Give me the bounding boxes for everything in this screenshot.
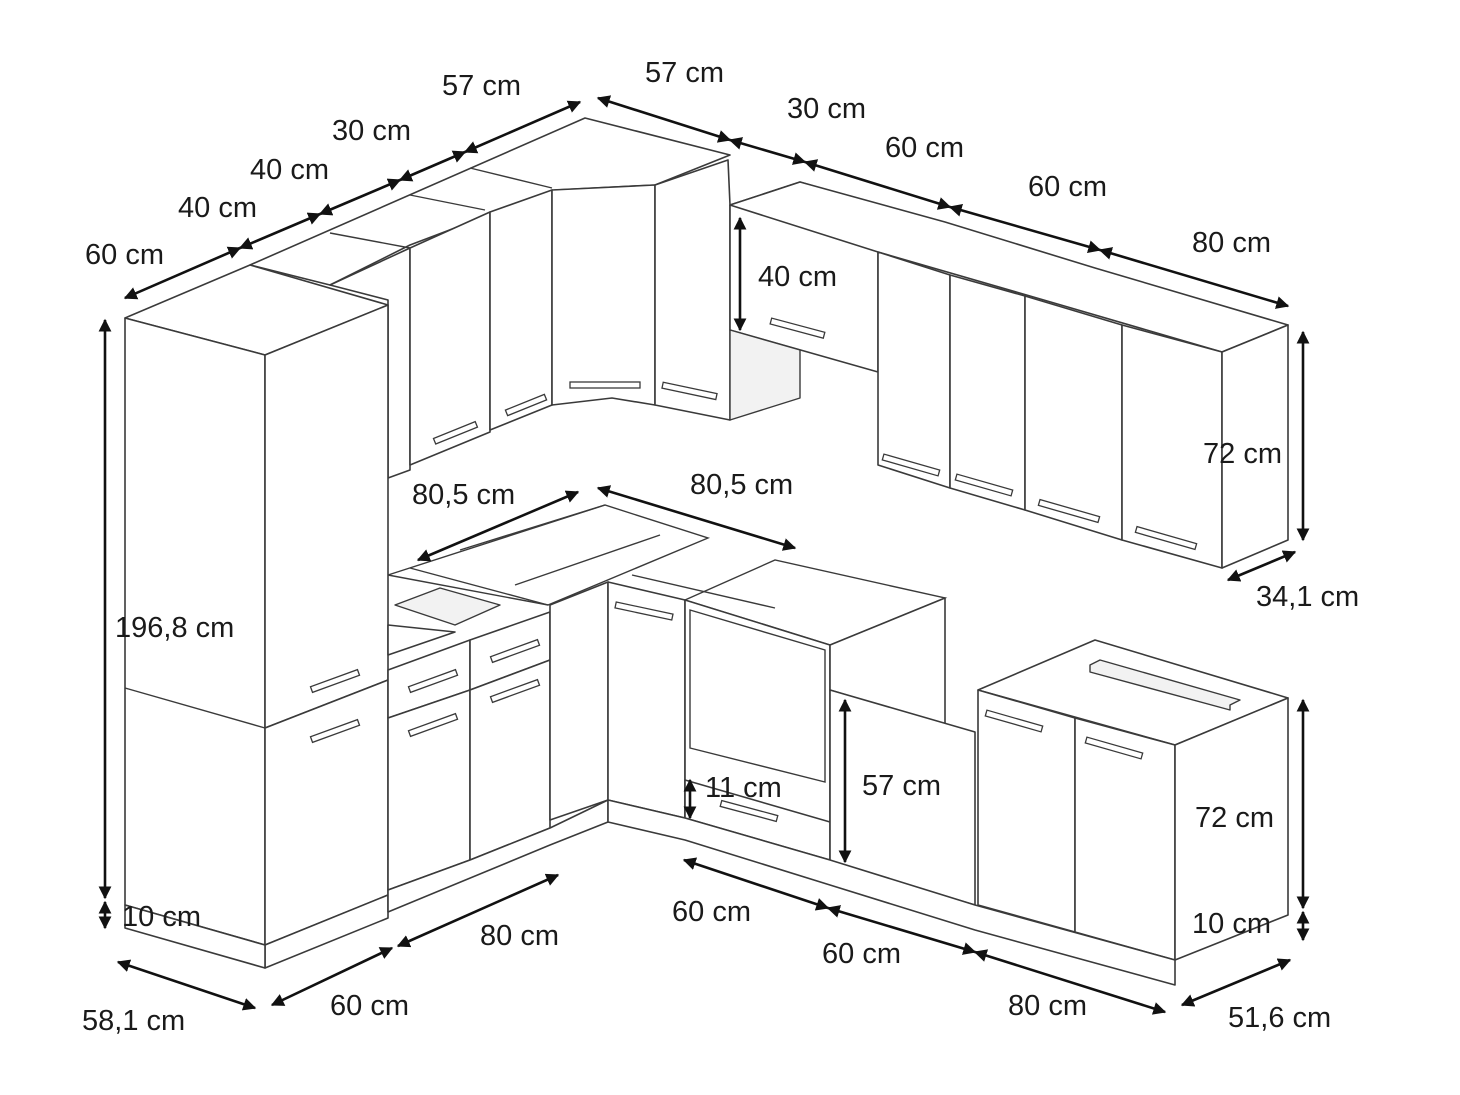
hood-body bbox=[729, 329, 801, 421]
wall-cabinet-60a-left bbox=[877, 251, 951, 489]
dim-top-right-60a: 60 cm bbox=[885, 132, 964, 164]
dim-top-left-40b: 40 cm bbox=[178, 192, 257, 224]
wall-cabinet-side bbox=[1221, 324, 1289, 569]
dim-base-left-60: 60 cm bbox=[330, 990, 409, 1022]
wall-corner-cabinet bbox=[551, 184, 656, 406]
dim-oven-opening: 57 cm bbox=[862, 770, 941, 802]
dim-corner-right: 80,5 cm bbox=[690, 469, 793, 501]
dim-base-right-60b: 60 cm bbox=[822, 938, 901, 970]
dim-top-right-57: 57 cm bbox=[645, 57, 724, 89]
sink-base-rail bbox=[1089, 659, 1241, 711]
dim-top-left-30: 30 cm bbox=[332, 115, 411, 147]
wall-cabinets-right bbox=[654, 159, 1289, 569]
sink-basin bbox=[394, 587, 501, 626]
dim-oven-drawer: 11 cm bbox=[705, 772, 782, 804]
dim-plinth-left: 10 cm bbox=[122, 901, 201, 933]
base-cabinets-right bbox=[607, 559, 1289, 986]
dimension-lines bbox=[98, 95, 1310, 1015]
wall-cabinets-left bbox=[249, 117, 731, 479]
base-corner-side bbox=[549, 581, 609, 821]
dim-top-left-60: 60 cm bbox=[85, 239, 164, 271]
dim-top-right-80: 80 cm bbox=[1192, 227, 1271, 259]
dim-plinth-right: 10 cm bbox=[1192, 908, 1271, 940]
dim-top-left-57: 57 cm bbox=[442, 70, 521, 102]
dim-corner-left: 80,5 cm bbox=[412, 479, 515, 511]
tall-cabinet-plinth-side bbox=[124, 904, 266, 969]
dim-base-right-60a: 60 cm bbox=[672, 896, 751, 928]
dim-top-right-60b: 60 cm bbox=[1028, 171, 1107, 203]
dim-wall-height: 72 cm bbox=[1203, 438, 1282, 470]
sink-base-side bbox=[1174, 697, 1289, 961]
wall-cabinet-40a bbox=[409, 211, 491, 466]
sink-edge bbox=[387, 624, 456, 656]
tall-cabinet-upper-door bbox=[264, 304, 389, 729]
dim-depth-right: 51,6 cm bbox=[1228, 1002, 1331, 1034]
dim-wall-depth: 34,1 cm bbox=[1256, 581, 1359, 613]
dim-top-left-40a: 40 cm bbox=[250, 154, 329, 186]
wall-cabinet-30-right bbox=[654, 159, 731, 421]
dim-tall-height: 196,8 cm bbox=[115, 612, 234, 644]
dim-depth-left: 58,1 cm bbox=[82, 1005, 185, 1037]
base-cabinets-left bbox=[387, 504, 711, 913]
dimension-labels: 57 cm 57 cm 30 cm 30 cm 40 cm 40 cm 60 c… bbox=[82, 57, 1359, 1037]
dim-base-right-80: 80 cm bbox=[1008, 990, 1087, 1022]
base-corner-door bbox=[607, 581, 686, 819]
dim-hood-height: 40 cm bbox=[758, 261, 837, 293]
wall-cabinet-40b bbox=[489, 189, 553, 431]
dim-base-left-80: 80 cm bbox=[480, 920, 559, 952]
dim-base-height: 72 cm bbox=[1195, 802, 1274, 834]
base-door-60 bbox=[387, 689, 471, 891]
base-plinth-right bbox=[607, 799, 1176, 986]
dim-top-right-30: 30 cm bbox=[787, 93, 866, 125]
wall-cabinet-30 bbox=[329, 247, 411, 479]
